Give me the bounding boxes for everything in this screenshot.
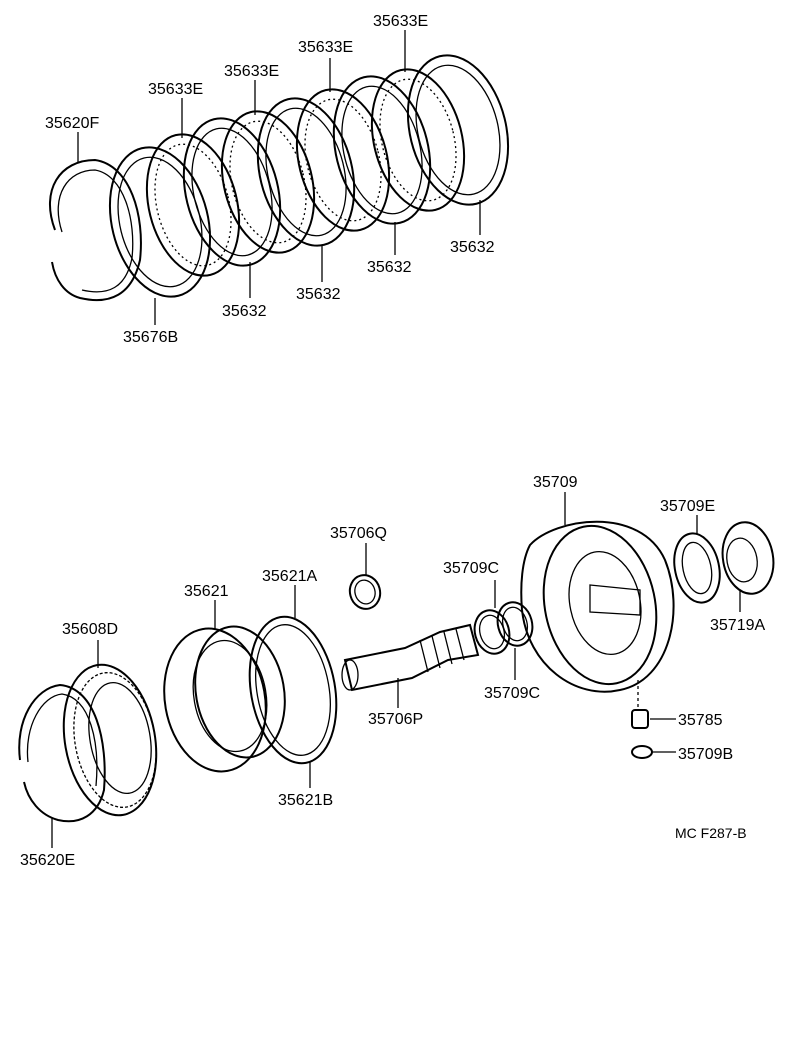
seal-ring-35709C-2 — [496, 601, 534, 647]
label-35632-2: 35632 — [296, 286, 341, 303]
label-35632-1: 35632 — [222, 303, 267, 320]
thrust-washer-35709E — [673, 532, 721, 604]
label-35719A: 35719A — [710, 617, 765, 634]
pin-35785 — [631, 680, 649, 729]
label-35785: 35785 — [678, 712, 723, 729]
clutch-hub-35621 — [163, 625, 286, 773]
disc-35633E-1 — [145, 133, 241, 277]
label-35709C-1: 35709C — [443, 560, 499, 577]
plate-35632-1 — [182, 117, 282, 267]
shaft-35706P — [341, 623, 480, 692]
label-35633E-4: 35633E — [373, 13, 428, 30]
clutch-plate-stack — [49, 54, 510, 302]
top-leader-lines — [77, 30, 481, 325]
one-way-clutch-35608D — [62, 663, 158, 817]
label-35632-3: 35632 — [367, 259, 412, 276]
retaining-plate-35676B — [108, 146, 212, 298]
label-35633E-3: 35633E — [298, 39, 353, 56]
label-35608D: 35608D — [62, 621, 118, 638]
disc-35633E-3 — [295, 88, 391, 232]
label-35706P: 35706P — [368, 711, 423, 728]
disc-35633E-4 — [370, 68, 466, 212]
label-35633E-1: 35633E — [148, 81, 203, 98]
label-35709: 35709 — [533, 474, 578, 491]
label-35709E: 35709E — [660, 498, 715, 515]
plate-35632-4 — [406, 54, 510, 206]
label-35621A: 35621A — [262, 568, 317, 585]
label-35676B: 35676B — [123, 329, 178, 346]
snap-ring-35620F — [49, 158, 142, 302]
label-35621: 35621 — [184, 583, 229, 600]
bottom-leader-lines — [51, 492, 741, 848]
thrust-washer-35621A — [248, 615, 338, 765]
snap-ring-35620E — [18, 683, 106, 823]
gear-35719A — [721, 521, 775, 595]
ring-35706Q — [348, 574, 382, 610]
o-ring-35709B — [631, 745, 653, 759]
label-35621B: 35621B — [278, 792, 333, 809]
label-35620E: 35620E — [20, 852, 75, 869]
part-labels: 35620F 35633E 35633E 35633E 35633E 35632… — [20, 13, 765, 869]
label-35706Q: 35706Q — [330, 525, 387, 542]
label-35633E-2: 35633E — [224, 63, 279, 80]
plate-35632-2 — [256, 97, 356, 247]
disc-35633E-2 — [220, 110, 316, 254]
figure-code: MC F287-B — [675, 825, 747, 841]
label-35620F: 35620F — [45, 115, 99, 132]
label-35632-4: 35632 — [450, 239, 495, 256]
label-35709B: 35709B — [678, 746, 733, 763]
label-35709C-2: 35709C — [484, 685, 540, 702]
clutch-drum-35709 — [520, 520, 675, 693]
